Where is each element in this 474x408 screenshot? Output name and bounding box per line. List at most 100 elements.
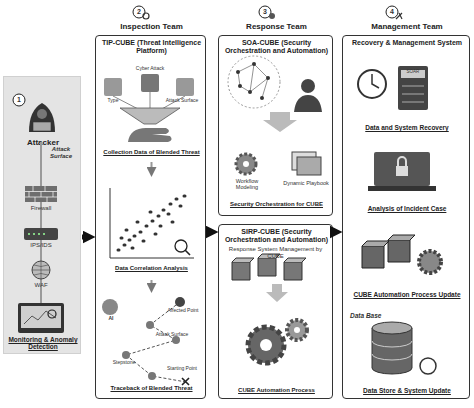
process-gear [248,327,284,363]
step-box: Data Store & System Update [347,307,467,398]
gear-hole [294,327,300,333]
laptop-base [368,186,436,191]
part-label: WAF [15,282,67,289]
node-text: Analysis of Incident Case [347,205,467,212]
step-box: Collection Data of Blended Threat [100,61,203,161]
cube-icons [232,258,302,280]
affected-point [175,297,185,307]
server-slots [402,86,424,102]
scatter-dots [118,196,185,250]
node-text: Data and System Recovery [347,124,467,131]
network-links [238,64,268,98]
attacker-panel: AttackerMonitoring & Anomaly Detection [3,76,81,354]
node-text: Data Store & System Update [347,387,467,394]
part-label: Data Base [350,312,400,319]
trace-node [122,351,130,359]
ai-head [102,299,118,315]
server-icon [398,66,428,110]
gear-hole [243,161,249,167]
attacker-laptop [33,122,51,131]
update-icon [420,358,436,374]
trace-node [172,336,180,344]
gear-icon [269,13,275,19]
step-box: Security Orchestration for CUBE [223,129,330,214]
process-gear [287,320,307,340]
node-text: Data Correlation Analysis [100,265,203,272]
trace-node [148,372,156,380]
cube-icons [362,240,410,268]
part-label: AI [104,316,118,322]
step-box: CUBE Automation Process Update [347,221,467,303]
node-text: SIRP-CUBE (Security Orchestration and Au… [222,228,331,244]
callout-number: 4 [386,8,398,16]
callout-number: 3 [259,8,271,16]
cyber-attack-icon [141,74,159,92]
flow-arrow [334,230,336,235]
step-box: Analysis of Incident Case [347,141,467,217]
magnifier-handle [185,250,190,255]
brick-lines [25,186,57,202]
team-heading: Management Team [343,23,471,32]
node-text: Security Orchestration for CUBE [223,201,330,208]
number-circle [259,6,271,18]
number-circle [386,6,398,18]
node-text: CUBE Automation Process [223,387,330,394]
playbook-card [292,152,316,170]
tool-icon [396,13,402,19]
magnifier-icon [48,310,56,318]
attacker-face [37,109,47,119]
gear-hole [260,339,272,351]
node-text: TIP-CUBE (Threat Intelligence Platform) [99,39,204,55]
monitor-screen [21,306,61,328]
part-label: Affected Point [162,308,204,314]
step-box: CUBE Automation Process [223,301,330,398]
part-label: Starting Point [160,366,204,372]
platform-panel: Response TeamSOA-CUBE (Security Orchestr… [218,35,333,216]
firewall-icon [25,186,57,202]
flow-arrow [207,230,212,235]
trace-node [146,321,154,329]
globe-lines [32,261,50,279]
attacker-hood [29,103,55,132]
magnifier-icon [143,13,149,19]
part-label: SOAR [401,70,425,75]
part-label: Workflow Modeling [224,178,270,190]
magnifier-icon [175,240,187,252]
team-heading: Response Team [219,23,334,32]
step-box: Data Correlation Analysis [100,177,203,279]
part-label: Attack Surface [150,332,194,338]
starting-point-mark [182,378,189,385]
part-label: Dynamic Playbook [282,180,330,186]
part-label: Response System Management by CUBE [222,246,329,259]
network-line [40,142,42,304]
node-text: Traceback of Blended Threat [100,385,203,392]
flow-arrow [82,235,89,240]
part-label: Type [96,98,130,104]
monitor-graph [24,311,56,324]
funnel-icon [120,108,180,124]
part-label: Firewall [15,205,67,212]
cube-tops [362,235,415,246]
laptop-icon [374,152,430,186]
down-arrow [263,112,297,132]
node-text: CUBE Automation Process Update [347,291,467,298]
node-text: Recovery & Management System [346,39,468,47]
part-label: Attack Surface [160,98,204,104]
hand-icon [128,128,172,142]
workflow-gear [236,154,256,174]
chart-axes [110,188,194,258]
node-text: Collection Data of Blended Threat [100,149,203,156]
team-heading: Inspection Team [96,23,207,32]
flow-arrow [151,280,153,288]
flow-arrow [151,162,153,172]
part-label: Cyber Attack [122,66,178,72]
attack-surface-icon [176,78,194,96]
part-label: Stepstone [104,360,144,366]
waf-globe [32,261,50,279]
platform-panel: Inspection TeamTIP-CUBE (Threat Intellig… [95,35,206,399]
playbook-card [297,157,321,175]
network-cloud [228,56,280,108]
analyst-body [294,95,322,112]
